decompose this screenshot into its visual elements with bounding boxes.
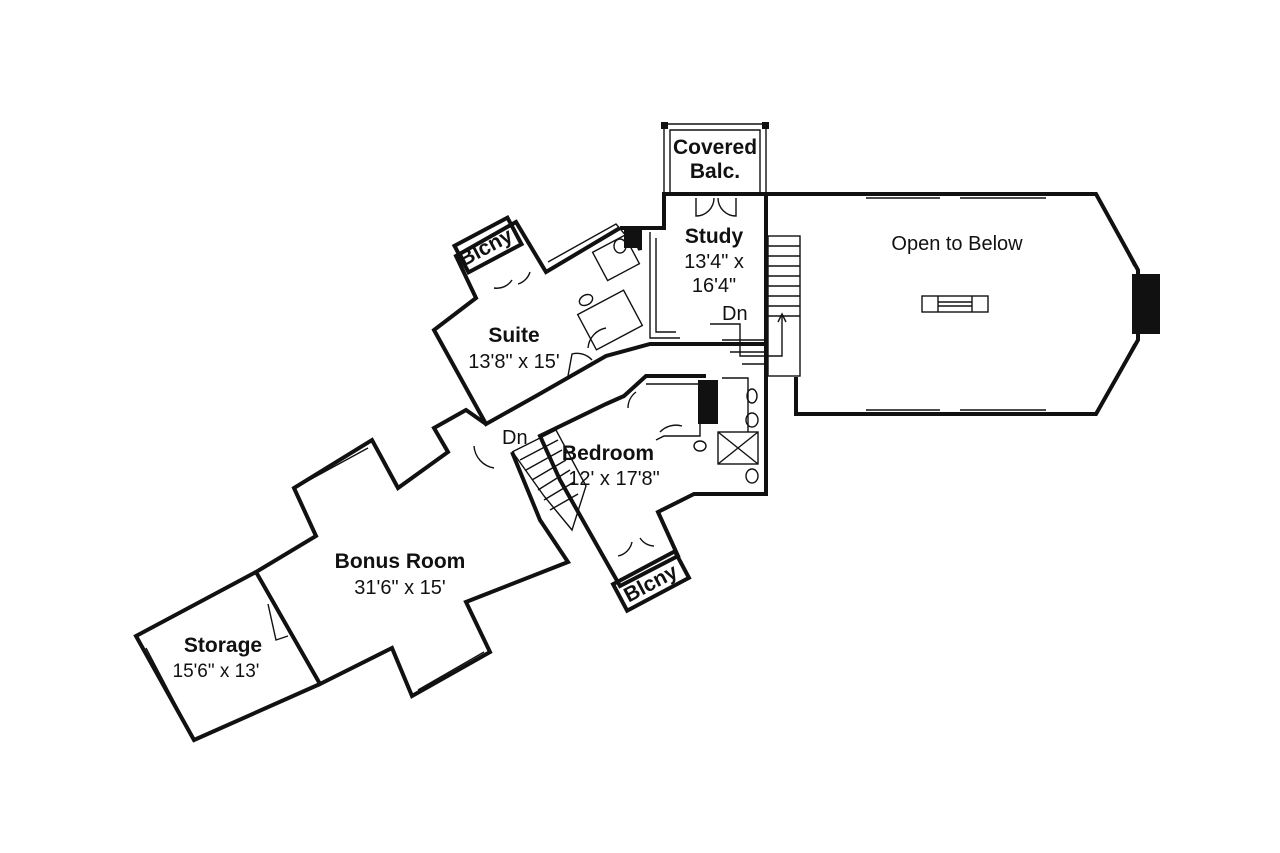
- balcony-upper: Blcny: [451, 214, 525, 276]
- bedroom-stair-dn-label: Dn: [502, 427, 528, 449]
- study-stair-dn-label: Dn: [722, 303, 748, 325]
- covered-balc-label-1: Covered: [673, 136, 757, 159]
- bonus-room-label: Bonus Room: [335, 550, 466, 573]
- suite-dims: 13'8" x 15': [468, 351, 559, 373]
- balcony-lower: Blcny: [610, 548, 692, 614]
- fireplace-icon: [1132, 274, 1160, 334]
- open-to-below-label: Open to Below: [891, 233, 1023, 255]
- bedroom-label: Bedroom: [562, 442, 654, 465]
- study-stair: Dn: [710, 235, 801, 377]
- bedroom: Bedroom 12' x 17'8": [537, 342, 768, 589]
- bedroom-stair: Dn: [473, 427, 587, 532]
- study-dims-1: 13'4" x: [684, 251, 744, 273]
- study-dims-2: 16'4": [692, 275, 736, 297]
- suite-label: Suite: [488, 324, 539, 347]
- open-to-below-area: Open to Below: [766, 192, 1160, 416]
- bonus-room-dims: 31'6" x 15': [354, 577, 445, 599]
- study: Dn Study 13'4" x 16'4": [620, 192, 801, 377]
- bedroom-dims: 12' x 17'8": [568, 468, 659, 490]
- study-label: Study: [685, 225, 744, 248]
- suite: Suite 13'8" x 15': [431, 219, 700, 427]
- storage-label: Storage: [184, 634, 262, 657]
- bonus-room: Bonus Room 31'6" x 15': [253, 407, 572, 699]
- covered-balcony: Covered Balc.: [661, 122, 769, 194]
- storage: Storage 15'6" x 13': [133, 570, 321, 743]
- covered-balc-label-2: Balc.: [690, 160, 740, 183]
- storage-dims: 15'6" x 13': [173, 661, 260, 682]
- chandelier-icon: [921, 295, 989, 313]
